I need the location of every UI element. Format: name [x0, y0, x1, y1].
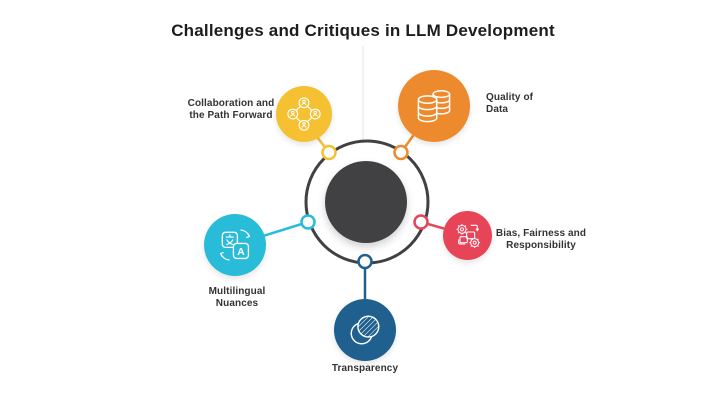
label-collaboration: Collaboration and the Path Forward — [187, 98, 275, 122]
transparency-icon — [350, 315, 380, 345]
page-title: Challenges and Critiques in LLM Developm… — [0, 21, 726, 41]
bubble-quality-of-data[interactable] — [398, 70, 470, 142]
label-quality-of-data: Quality of Data — [486, 92, 534, 116]
title-bold: LLM Development — [405, 21, 555, 40]
anchor-transparency — [357, 253, 373, 270]
label-multilingual: Multilingual Nuances — [208, 286, 266, 310]
bubble-bias-fairness[interactable] — [443, 211, 492, 260]
bubble-collaboration[interactable] — [276, 86, 332, 142]
label-bias-fairness: Bias, Fairness and Responsibility — [495, 228, 587, 252]
anchor-bias — [413, 214, 429, 230]
title-regular: Challenges and Critiques in — [171, 21, 401, 40]
anchor-quality — [393, 144, 409, 161]
label-transparency: Transparency — [331, 363, 399, 374]
bubble-transparency[interactable] — [334, 299, 396, 361]
hub-center-circle — [325, 161, 407, 243]
gears-process-icon — [456, 223, 480, 248]
anchor-collaboration — [321, 144, 337, 161]
bubble-multilingual[interactable]: A — [204, 214, 266, 276]
database-icon — [417, 90, 451, 123]
translate-icon: A — [219, 229, 251, 261]
people-network-icon — [287, 97, 321, 131]
svg-text:A: A — [237, 247, 245, 258]
anchor-multilingual — [300, 214, 316, 230]
